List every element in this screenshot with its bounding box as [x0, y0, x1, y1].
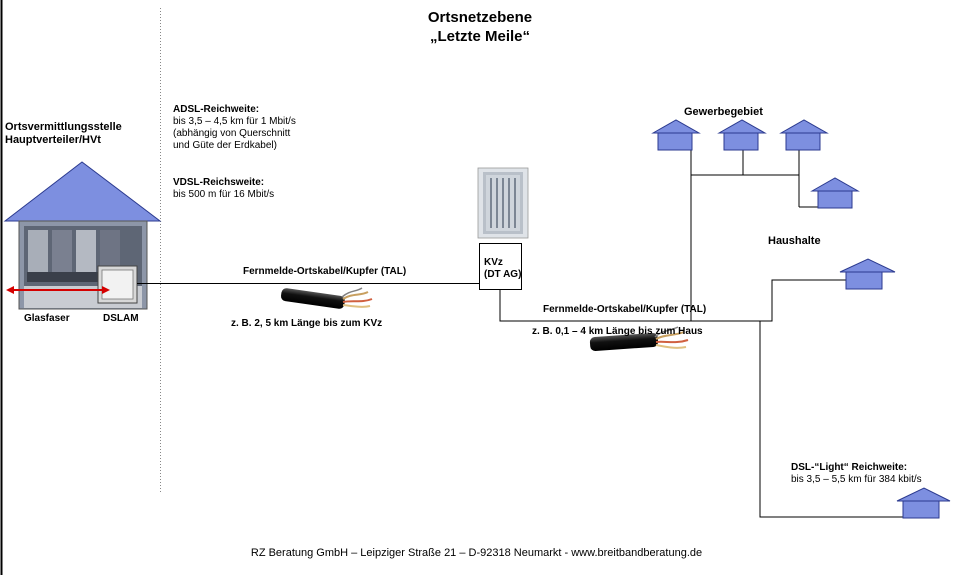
vdsl-heading: VDSL-Reichsweite: [173, 177, 265, 188]
title-line2: „Letzte Meile“ [429, 28, 531, 45]
kvz-label: KVz (DT AG) [484, 257, 521, 281]
glasfaser-label: Glasfaser [24, 313, 70, 324]
haushalte-network [759, 279, 903, 518]
kvz-cabinet-photo-icon [477, 167, 529, 239]
gewerbegebiet-label: Gewerbegebiet [684, 106, 763, 118]
exchange-label-line2: Hauptverteiler/HVt [5, 134, 101, 146]
exchange-label-line1: Ortsvermittlungsstelle [5, 121, 122, 133]
adsl-line3: und Güte der Erdkabel) [173, 140, 277, 151]
vdsl-line1: bis 500 m für 16 Mbit/s [173, 189, 275, 200]
title-line1: Ortsnetzebene [427, 9, 533, 26]
copper-cable-icon-1 [280, 287, 373, 309]
cable1-label: Fernmelde-Ortskabel/Kupfer (TAL) [243, 266, 407, 277]
page-title: Ortsnetzebene „Letzte Meile“ [380, 8, 580, 46]
vdsl-info: VDSL-Reichsweite: bis 500 m für 16 Mbit/… [173, 177, 274, 201]
house-haushalt-1-icon [839, 258, 896, 290]
adsl-line2: (abhängig von Querschnitt [173, 128, 291, 139]
footer: RZ Beratung GmbH – Leipziger Straße 21 –… [250, 547, 703, 559]
adsl-heading: ADSL-Reichweite: [173, 104, 260, 115]
fiber-arrow-icon [6, 286, 110, 294]
dsl-light-line1: bis 3,5 – 5,5 km für 384 kbit/s [791, 474, 922, 485]
cable-line-2 [499, 289, 760, 322]
kvz-line2: (DT AG) [484, 269, 522, 280]
cable1-length: z. B. 2, 5 km Länge bis zum KVz [231, 318, 383, 329]
cable2-length: z. B. 0,1 – 4 km Länge bis zum Haus [532, 326, 703, 337]
cable2-label: Fernmelde-Ortskabel/Kupfer (TAL) [543, 304, 707, 315]
house-gewerbe-4-icon [810, 177, 860, 209]
gewerbegebiet-network [690, 150, 818, 321]
kvz-line1: KVz [484, 257, 503, 268]
house-gewerbe-1-icon [651, 119, 701, 151]
house-haushalt-2-icon [896, 487, 951, 519]
adsl-line1: bis 3,5 – 4,5 km für 1 Mbit/s [173, 116, 296, 127]
dsl-light-info: DSL-“Light“ Reichweite: bis 3,5 – 5,5 km… [791, 462, 922, 486]
dslam-label: DSLAM [103, 313, 139, 324]
house-gewerbe-2-icon [717, 119, 767, 151]
exchange-label: Ortsvermittlungsstelle Hauptverteiler/HV… [5, 121, 122, 147]
dsl-light-heading: DSL-“Light“ Reichweite: [791, 462, 908, 473]
exchange-building-icon [3, 161, 162, 310]
house-gewerbe-3-icon [779, 119, 829, 151]
copper-cable-icon-2 [589, 326, 689, 352]
haushalte-label: Haushalte [768, 235, 821, 247]
adsl-info: ADSL-Reichweite: bis 3,5 – 4,5 km für 1 … [173, 104, 296, 152]
